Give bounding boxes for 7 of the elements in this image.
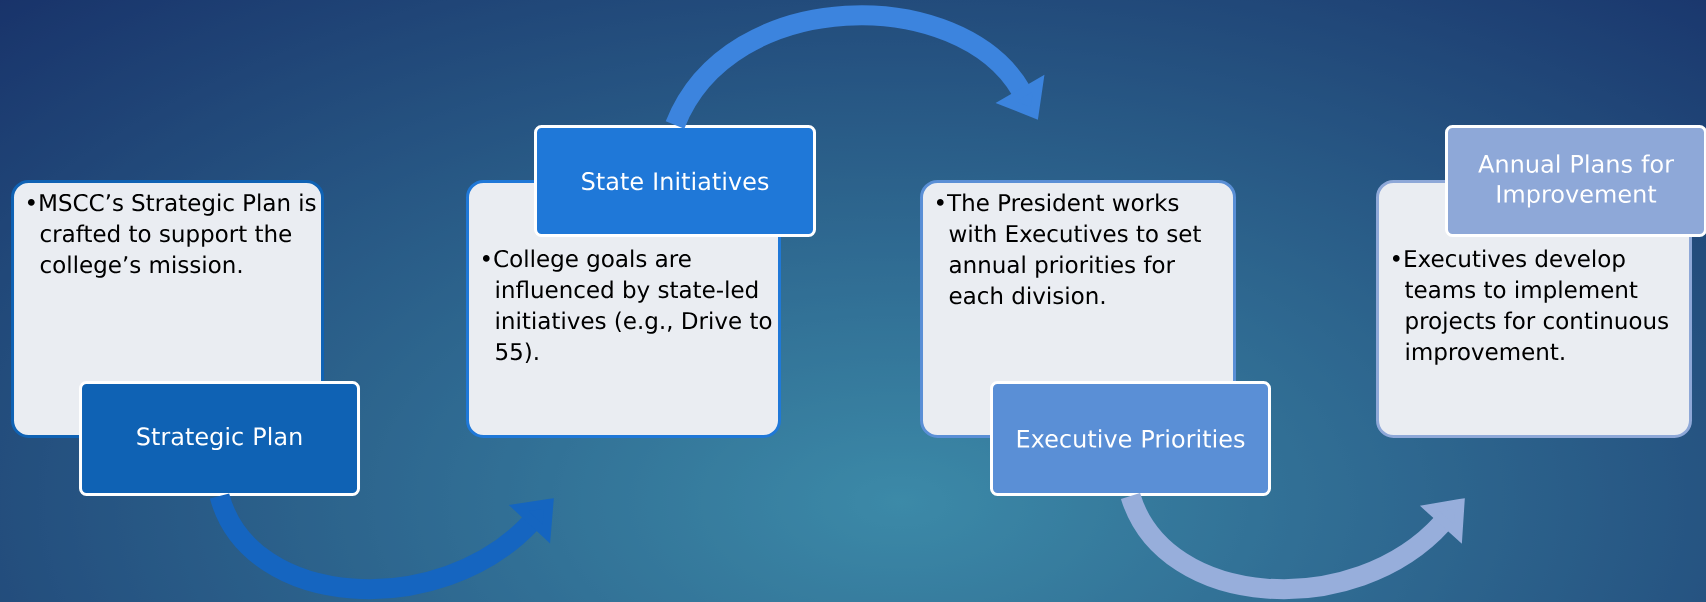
title-box: Annual Plans for Improvement bbox=[1445, 125, 1706, 237]
curved-arrow bbox=[210, 492, 554, 599]
title-box: Executive Priorities bbox=[990, 381, 1271, 496]
curved-arrow bbox=[666, 5, 1045, 130]
title-box: State Initiatives bbox=[534, 125, 816, 237]
curved-arrow bbox=[1121, 491, 1465, 599]
title-box: Strategic Plan bbox=[79, 381, 360, 496]
